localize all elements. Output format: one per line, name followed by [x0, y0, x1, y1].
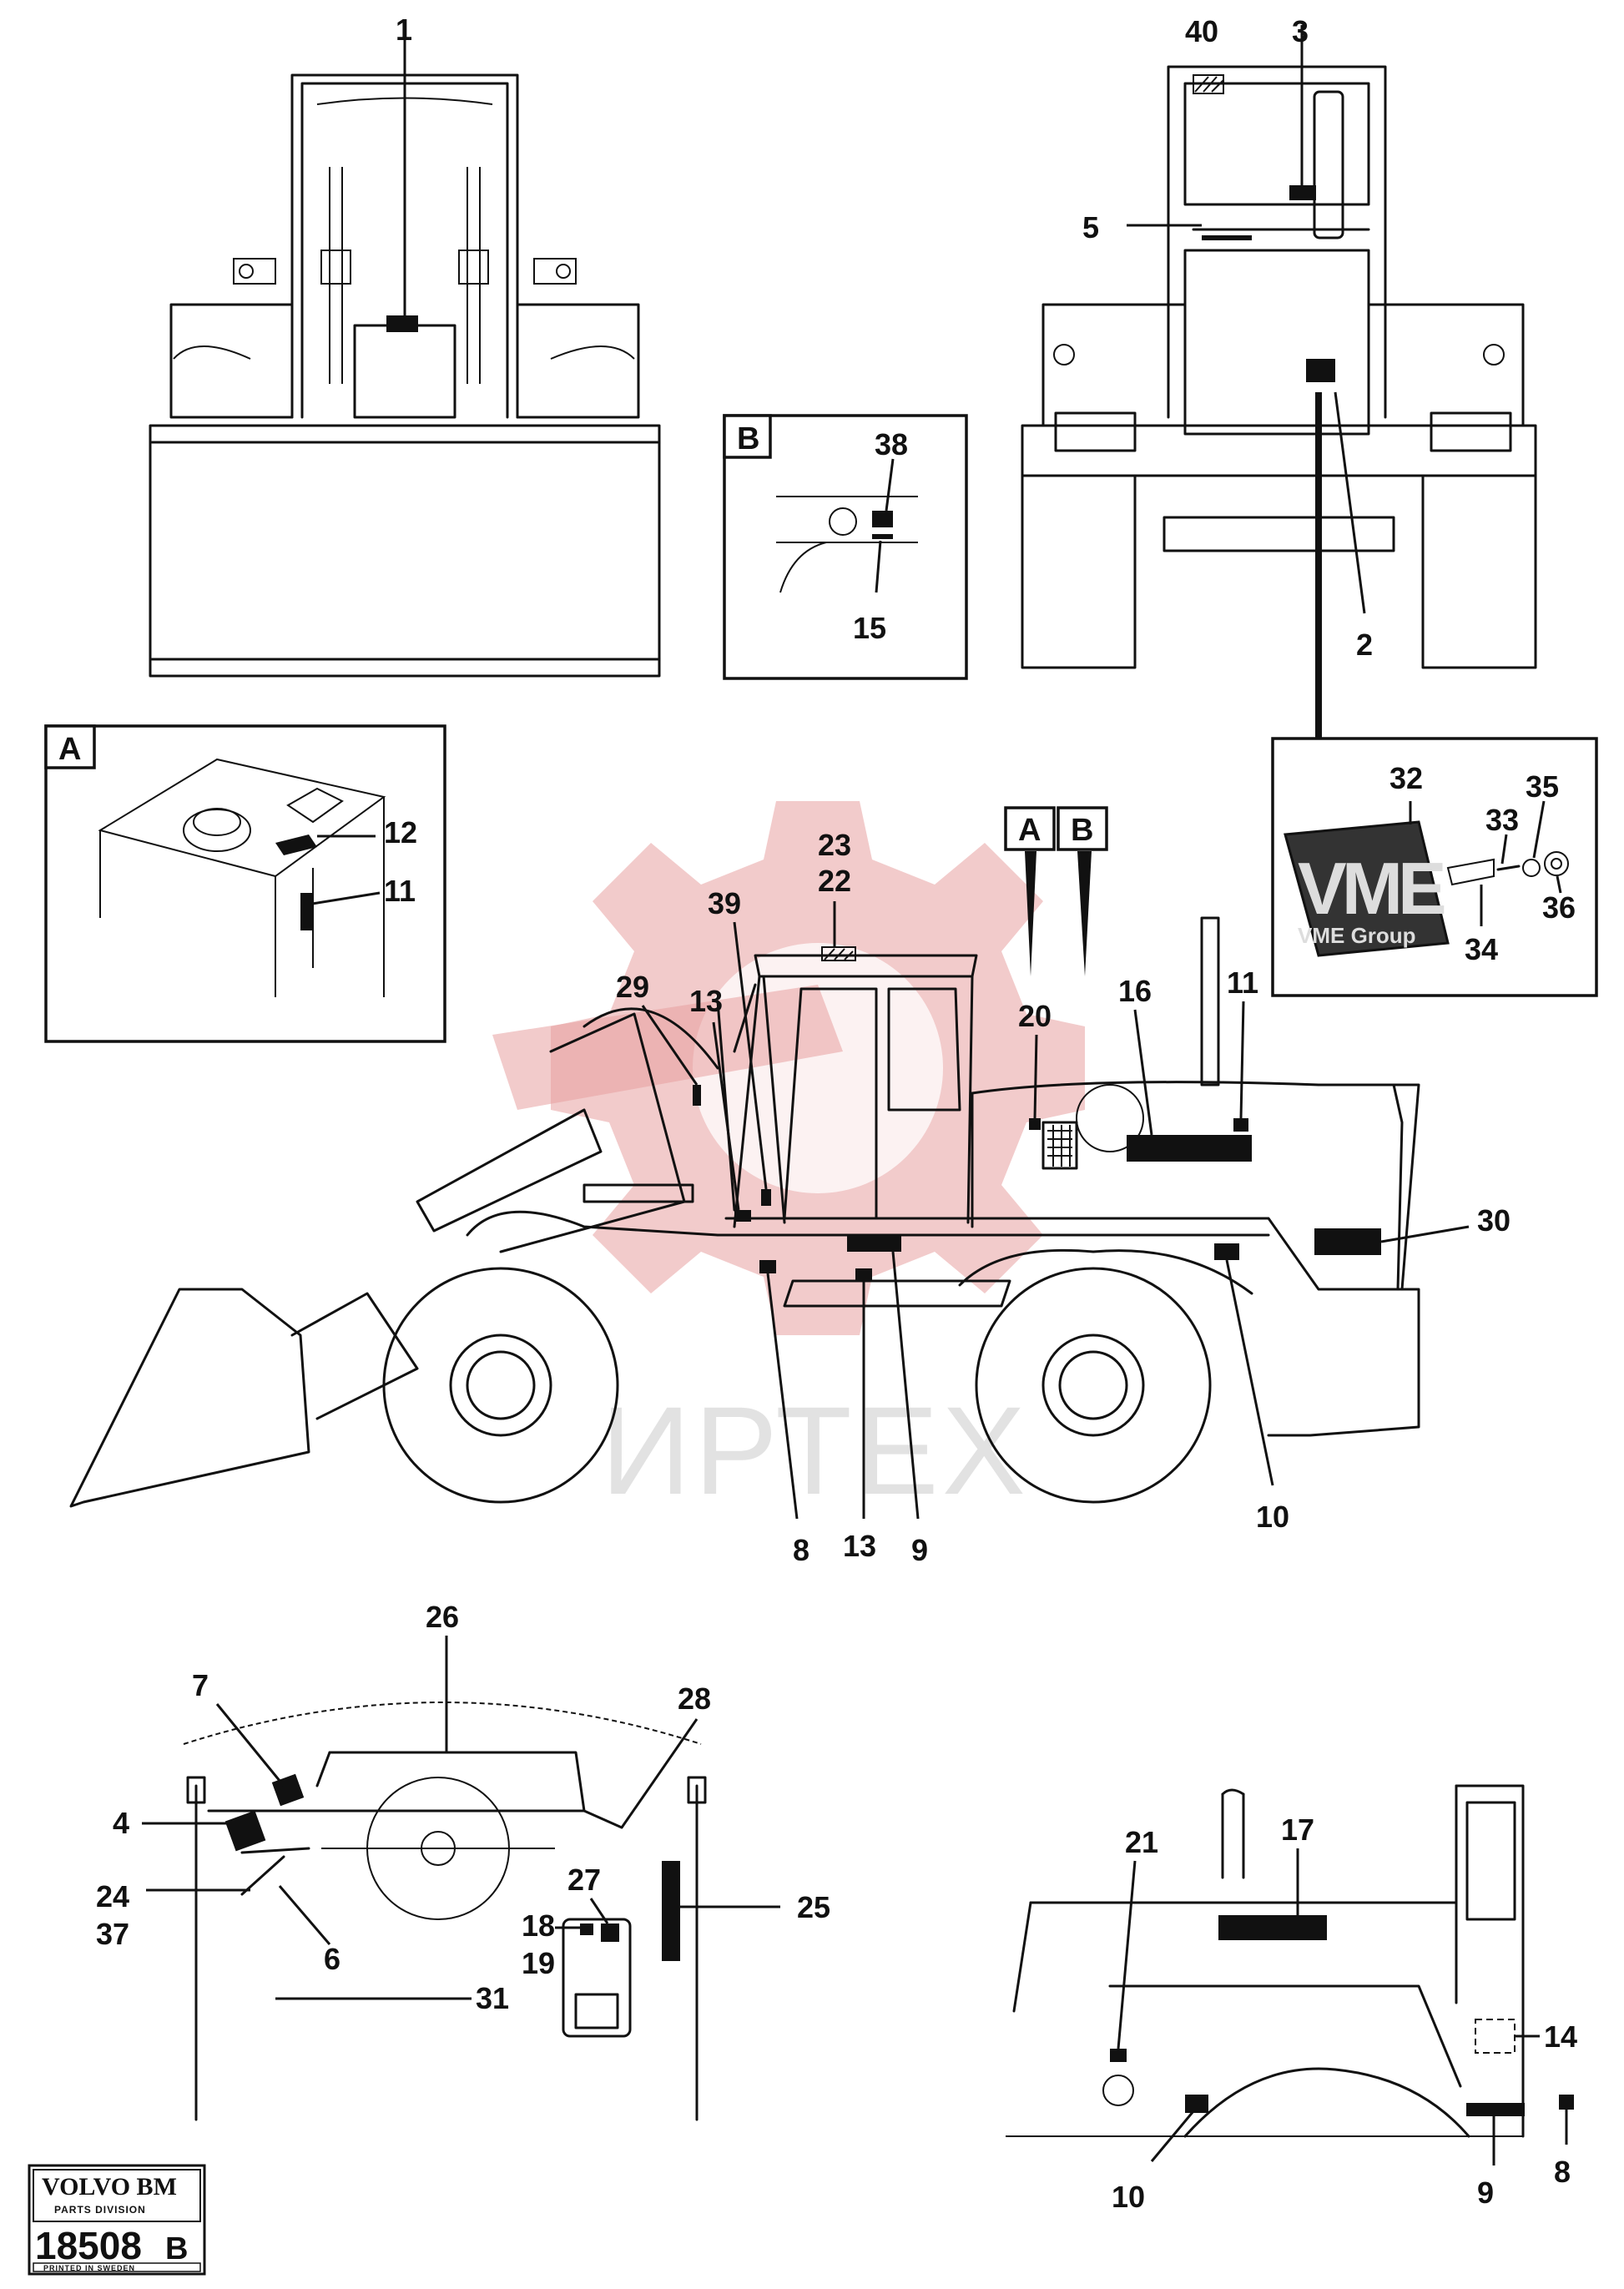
- callout-1: 1: [396, 13, 412, 47]
- decal-21: [1110, 2049, 1127, 2062]
- callout-33: 33: [1485, 803, 1519, 837]
- decal-9: [847, 1235, 901, 1252]
- decal-13-lower: [855, 1268, 872, 1282]
- cab-interior-view: 26 7 4 24 37 6 28 25 27 18 19 31: [96, 1600, 830, 2121]
- title-brand: VOLVO BM: [42, 2173, 177, 2201]
- decal-13-upper: [734, 1210, 751, 1222]
- detail-a: A 12 11: [44, 724, 446, 1043]
- decal-8-lower: [1559, 2095, 1574, 2110]
- callout-13-upper: 13: [689, 984, 723, 1018]
- callout-7: 7: [192, 1668, 209, 1702]
- callout-19: 19: [522, 1946, 555, 1980]
- vme-logo-mark: VME: [1298, 847, 1445, 930]
- rear-side-view: 21 17 14 9 8 10: [1006, 1784, 1577, 2214]
- detail-b-label: B: [737, 421, 759, 456]
- decal-10: [1214, 1243, 1239, 1260]
- decal-9-lower: [1466, 2103, 1525, 2116]
- title-drawing-number: 18508: [35, 2224, 142, 2267]
- callout-8-lower: 8: [1554, 2155, 1571, 2189]
- callout-2: 2: [1356, 628, 1373, 662]
- decal-25: [662, 1861, 680, 1961]
- callout-15: 15: [853, 611, 886, 645]
- callout-29: 29: [616, 970, 649, 1004]
- decal-1: [386, 315, 418, 332]
- callout-35: 35: [1526, 769, 1559, 804]
- watermark-gear: [492, 801, 1085, 1335]
- callout-12: 12: [384, 815, 417, 850]
- callout-39: 39: [708, 886, 741, 920]
- decal-8: [759, 1260, 776, 1273]
- callout-10: 10: [1256, 1500, 1289, 1534]
- title-revision: B: [165, 2231, 188, 2266]
- decal-15: [872, 534, 893, 539]
- side-view-loader: 23 22 39 29 13 20 16 11 30 8 13 9 10: [69, 828, 1511, 1567]
- callout-40: 40: [1185, 14, 1218, 48]
- callout-17: 17: [1281, 1813, 1314, 1847]
- watermark-text: ИРТЕХ: [601, 1380, 1029, 1520]
- decal-40: [1193, 74, 1224, 94]
- callout-9-lower: 9: [1477, 2176, 1494, 2210]
- callout-18: 18: [522, 1908, 555, 1943]
- callout-10-lower: 10: [1112, 2180, 1145, 2214]
- callout-25: 25: [797, 1890, 830, 1924]
- callout-6: 6: [324, 1942, 340, 1976]
- decal-10-lower: [1185, 2095, 1208, 2113]
- callout-3: 3: [1292, 14, 1309, 48]
- callout-32: 32: [1389, 761, 1423, 795]
- decal-4: [224, 1810, 266, 1852]
- callout-37: 37: [96, 1917, 129, 1951]
- detail-a-label: A: [58, 732, 81, 767]
- callout-26: 26: [426, 1600, 459, 1634]
- title-block: VOLVO BM PARTS DIVISION 18508 B PRINTED …: [28, 2164, 206, 2276]
- tag-a: A: [1018, 813, 1041, 848]
- decal-2: [1306, 359, 1335, 382]
- callout-5: 5: [1082, 210, 1099, 245]
- callout-22: 22: [818, 864, 851, 898]
- callout-8: 8: [793, 1533, 809, 1567]
- callout-14: 14: [1544, 2019, 1577, 2054]
- decal-12: [275, 834, 317, 855]
- callout-16: 16: [1118, 974, 1152, 1008]
- decal-27: [601, 1923, 619, 1942]
- detail-b: B 38 15: [723, 414, 968, 680]
- decal-3: [1289, 185, 1316, 200]
- decal-30: [1314, 1228, 1381, 1255]
- rear-view: 3 40 5 2: [1021, 14, 1537, 739]
- callout-11: 11: [1227, 966, 1258, 1000]
- title-division: PARTS DIVISION: [54, 2204, 146, 2216]
- decal-18: [580, 1923, 593, 1935]
- decal-11: [1233, 1118, 1248, 1132]
- callout-9: 9: [911, 1533, 928, 1567]
- callout-28: 28: [678, 1681, 711, 1716]
- callout-31: 31: [476, 1981, 509, 2015]
- decal-17: [1218, 1915, 1327, 1940]
- callout-27: 27: [567, 1863, 601, 1897]
- decal-16: [1127, 1135, 1252, 1162]
- decal-39: [761, 1189, 771, 1206]
- callout-24: 24: [96, 1879, 129, 1913]
- vme-logo-detail: VME VME Group 32 33 35 36 34: [1271, 737, 1598, 997]
- callout-20: 20: [1018, 999, 1052, 1033]
- callout-36: 36: [1542, 890, 1576, 925]
- callout-13-lower: 13: [843, 1529, 876, 1563]
- front-view: 1: [149, 13, 661, 678]
- callout-23: 23: [818, 828, 851, 862]
- decal-38: [872, 511, 893, 527]
- decal-29: [693, 1085, 701, 1106]
- callout-11-detail: 11: [384, 874, 416, 908]
- callout-38: 38: [875, 427, 908, 461]
- callout-34: 34: [1465, 932, 1498, 966]
- tag-b: B: [1071, 813, 1093, 848]
- callout-21: 21: [1125, 1825, 1158, 1859]
- callout-4: 4: [113, 1806, 129, 1840]
- decal-11-detail: [300, 893, 312, 930]
- title-printed: PRINTED IN SWEDEN: [43, 2264, 135, 2272]
- decal-5: [1202, 235, 1252, 240]
- vme-logo-group-text: VME Group: [1298, 923, 1416, 948]
- callout-30: 30: [1477, 1203, 1511, 1238]
- decal-20: [1029, 1118, 1041, 1130]
- section-tags: A B: [1004, 806, 1108, 976]
